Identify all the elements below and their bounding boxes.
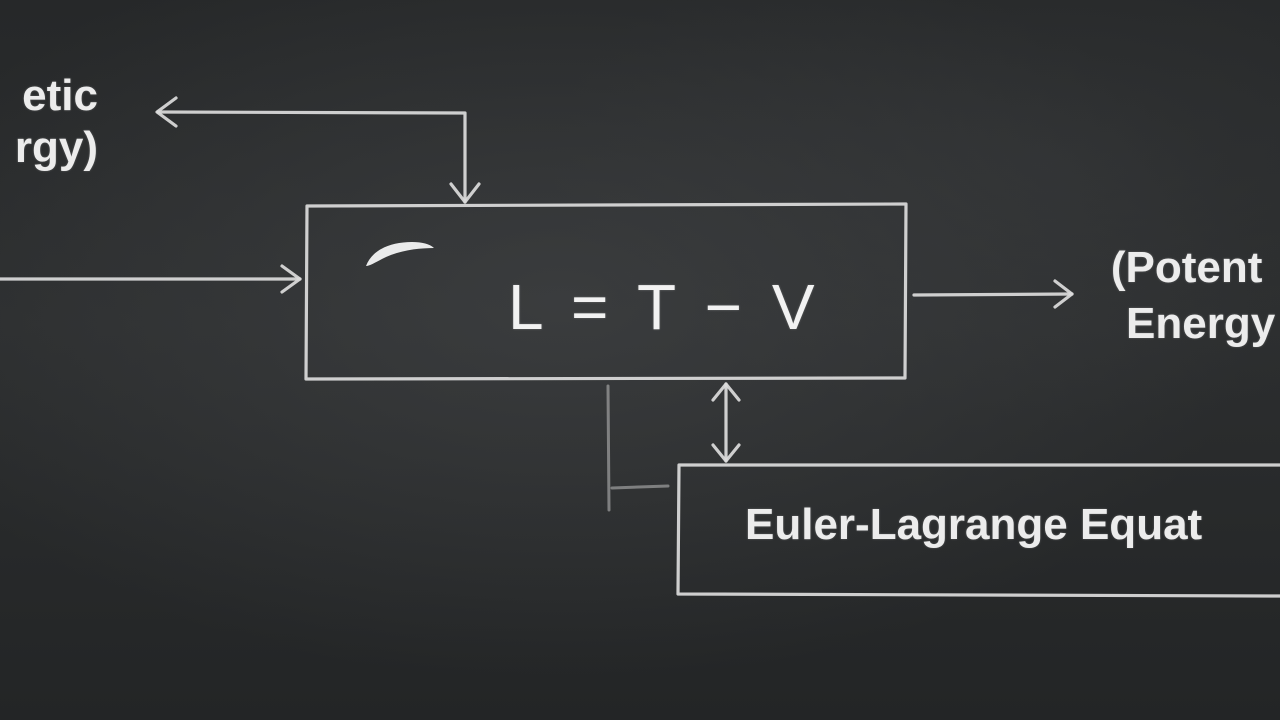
arrow-to-potential-energy bbox=[912, 292, 1074, 297]
arrow-head-into-box-left bbox=[280, 264, 302, 294]
potential-energy-line1: (Potent bbox=[1110, 243, 1263, 292]
arrow-head-potential bbox=[1053, 279, 1074, 309]
potential-energy-label: (Potent Energy bbox=[1098, 240, 1275, 352]
lagrangian-box bbox=[304, 202, 908, 381]
euler-lagrange-label: Euler-Lagrange Equat bbox=[745, 500, 1203, 549]
potential-energy-line2: Energy bbox=[1126, 299, 1276, 348]
euler-lagrange-box bbox=[676, 463, 1280, 598]
double-arrow-head-up bbox=[711, 382, 741, 402]
double-arrow-head-down bbox=[711, 443, 741, 463]
faint-chalk-line bbox=[606, 384, 611, 512]
kinetic-energy-line2: rgy) bbox=[14, 123, 98, 172]
arrow-head-kinetic-left bbox=[155, 96, 178, 128]
arrow-head-into-box-top bbox=[449, 182, 481, 204]
arrow-to-kinetic-energy bbox=[156, 110, 467, 204]
chalk-smudge-mark bbox=[366, 242, 434, 266]
kinetic-energy-line1: etic bbox=[22, 71, 98, 120]
lagrangian-equation: L = T − V bbox=[508, 271, 821, 343]
kinetic-energy-label: etic rgy) bbox=[0, 70, 98, 174]
faint-chalk-smudge bbox=[610, 484, 670, 490]
